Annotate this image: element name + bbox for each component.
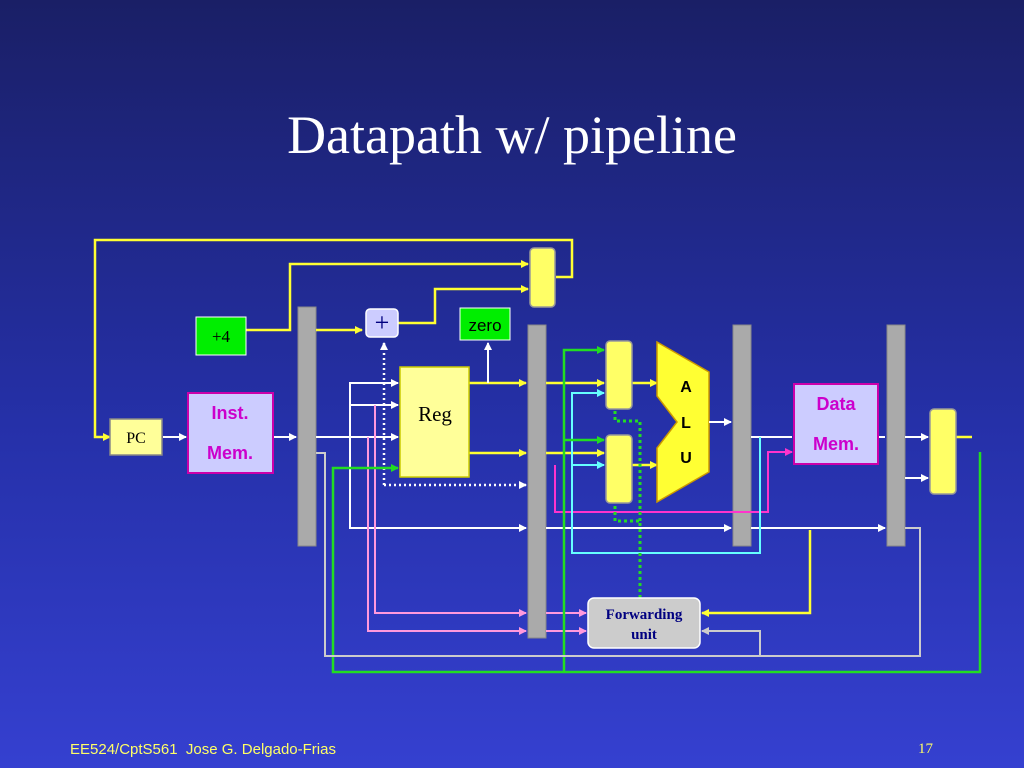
forward-memwb-wires bbox=[331, 346, 982, 674]
zero-label: zero bbox=[468, 316, 501, 335]
alu-label-l: L bbox=[681, 415, 691, 432]
data-mem-label-line1: Data bbox=[816, 394, 856, 414]
alu-label-u: U bbox=[680, 450, 692, 467]
plus4-block: +4 bbox=[195, 316, 247, 356]
reg-label: Reg bbox=[418, 402, 452, 426]
inst-mem-label-line1: Inst. bbox=[211, 403, 248, 423]
offset-wires bbox=[380, 342, 527, 489]
alu-input-mux-b bbox=[605, 434, 633, 504]
data-memory: Data Mem. bbox=[793, 383, 879, 465]
memory-wires bbox=[554, 448, 793, 513]
forward-control-wires bbox=[613, 410, 642, 598]
branch-wires bbox=[93, 238, 972, 617]
alu-label-a: A bbox=[680, 379, 692, 396]
alu: A L U bbox=[656, 340, 710, 504]
pipeline-register-id-ex bbox=[527, 324, 547, 639]
regwrite-wires bbox=[316, 452, 921, 657]
pc-source-mux bbox=[529, 247, 556, 308]
zero-flag: zero bbox=[459, 307, 511, 341]
write-back-mux bbox=[929, 408, 957, 495]
instruction-memory: Inst. Mem. bbox=[187, 392, 274, 474]
pipeline-register-mem-wb bbox=[886, 324, 906, 547]
inst-mem-label-line2: Mem. bbox=[207, 443, 253, 463]
branch-adder: + bbox=[365, 308, 399, 338]
data-mem-label-line2: Mem. bbox=[813, 434, 859, 454]
forwarding-label-line1: Forwarding bbox=[606, 607, 683, 623]
slide-title: Datapath w/ pipeline bbox=[287, 105, 737, 165]
alu-input-mux-a bbox=[605, 340, 633, 410]
forwarding-unit: Forwarding unit bbox=[587, 597, 701, 649]
register-id-wires bbox=[367, 405, 587, 635]
page-number: 17 bbox=[918, 741, 933, 757]
pipeline-register-if-id bbox=[297, 306, 317, 547]
forward-exmem-wires bbox=[571, 389, 761, 554]
forwarding-label-line2: unit bbox=[631, 627, 657, 643]
pc-label: PC bbox=[126, 430, 146, 447]
register-file: Reg bbox=[399, 366, 470, 478]
adder-label: + bbox=[375, 308, 390, 337]
footer-course-author: EE524/CptS561 Jose G. Delgado-Frias bbox=[70, 741, 336, 758]
plus4-label: +4 bbox=[212, 327, 231, 346]
pc-register: PC bbox=[109, 418, 163, 456]
pipeline-register-ex-mem bbox=[732, 324, 752, 547]
